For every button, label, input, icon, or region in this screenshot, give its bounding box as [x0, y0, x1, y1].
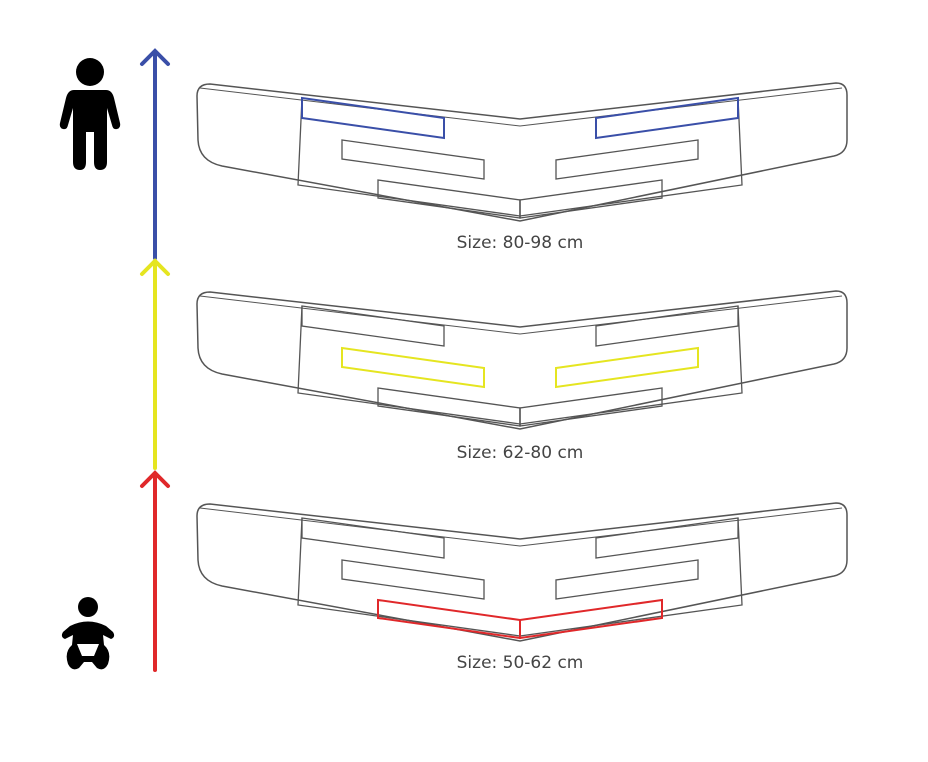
pocket-top-right [595, 96, 739, 140]
pocket-top-left [301, 96, 445, 140]
panel-outline [196, 502, 848, 642]
growth-arrow-yellow [140, 258, 170, 470]
pocket-middle-right [555, 346, 699, 389]
baby-icon [61, 597, 115, 670]
panel-inner-frame [297, 305, 743, 425]
child-standing-icon [59, 58, 121, 170]
pocket-top-left [301, 517, 445, 559]
panel-inner-edge [199, 295, 843, 335]
panel-outline [196, 82, 848, 222]
size-label-medium: Size: 62-80 cm [456, 443, 584, 463]
pocket-top-right [595, 517, 739, 559]
panel-outline [196, 290, 848, 430]
pocket-middle-left [341, 139, 485, 180]
panel-inner-edge [199, 87, 843, 127]
growth-arrow-red [140, 470, 170, 672]
panel-inner-frame [297, 517, 743, 637]
strap-panel-top [196, 82, 848, 222]
pocket-top-left [301, 305, 445, 347]
panel-inner-edge [199, 507, 843, 547]
pocket-middle-right [555, 139, 699, 180]
pocket-bottom-right [519, 598, 663, 640]
pocket-middle-right [555, 559, 699, 600]
pocket-bottom-right [519, 179, 663, 219]
growth-arrow-blue [140, 48, 170, 260]
size-label-small: Size: 50-62 cm [456, 653, 584, 673]
strap-panel-bottom [196, 502, 848, 642]
pocket-middle-left [341, 559, 485, 600]
pocket-bottom-right [519, 387, 663, 427]
strap-panel-middle [196, 290, 848, 430]
size-label-large: Size: 80-98 cm [456, 233, 584, 253]
pocket-middle-left [341, 346, 485, 389]
pocket-top-right [595, 305, 739, 347]
panel-inner-frame [297, 97, 743, 217]
